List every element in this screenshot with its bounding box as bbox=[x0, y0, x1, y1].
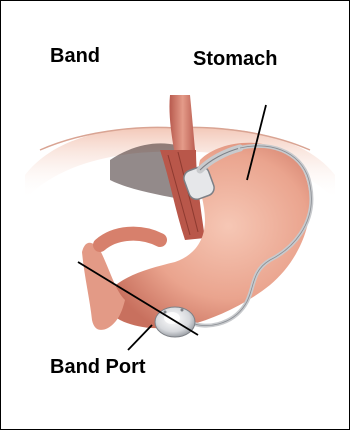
band-port-label: Band Port bbox=[50, 356, 146, 379]
port-pointer-line bbox=[128, 325, 152, 350]
band-label: Band bbox=[50, 45, 100, 68]
stomach-label: Stomach bbox=[193, 48, 277, 71]
